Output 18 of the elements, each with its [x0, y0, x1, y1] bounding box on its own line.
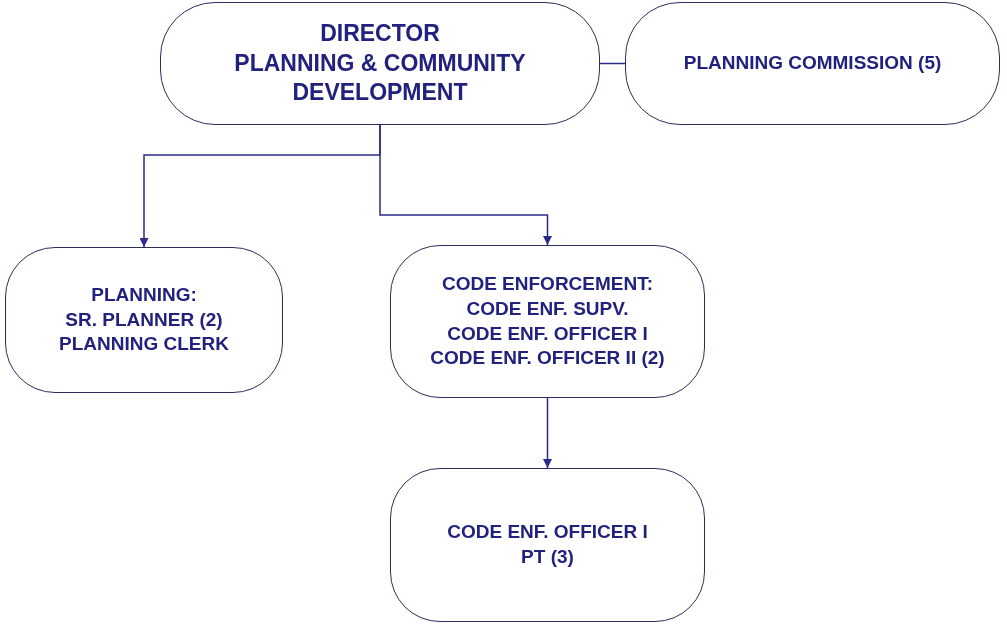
box-text: CODE ENF. OFFICER II (2)	[430, 346, 665, 371]
box-text: PLANNING:	[91, 282, 197, 307]
connector-line	[599, 62, 626, 65]
box-text: CODE ENFORCEMENT:	[441, 272, 654, 297]
rounded-box	[390, 245, 705, 398]
arrow	[543, 397, 552, 469]
box-text: PT (3)	[521, 545, 574, 569]
box-text: PLANNING & COMMUNITY DEVELOPMENT	[233, 48, 527, 108]
rounded-box	[5, 247, 283, 393]
box-text: PLANNING COMMISSION (5)	[683, 51, 942, 76]
box-text: DIRECTOR	[320, 18, 440, 48]
rounded-box	[390, 468, 705, 622]
box-text: CODE ENF. OFFICER I	[447, 520, 648, 545]
box-text: PLANNING CLERK	[59, 332, 229, 357]
box-text: CODE ENF. OFFICER I	[447, 321, 648, 346]
box-text: SR. PLANNER (2)	[65, 307, 223, 332]
arrow	[379, 124, 552, 246]
box-text: CODE ENF. SUPV.	[466, 296, 629, 321]
